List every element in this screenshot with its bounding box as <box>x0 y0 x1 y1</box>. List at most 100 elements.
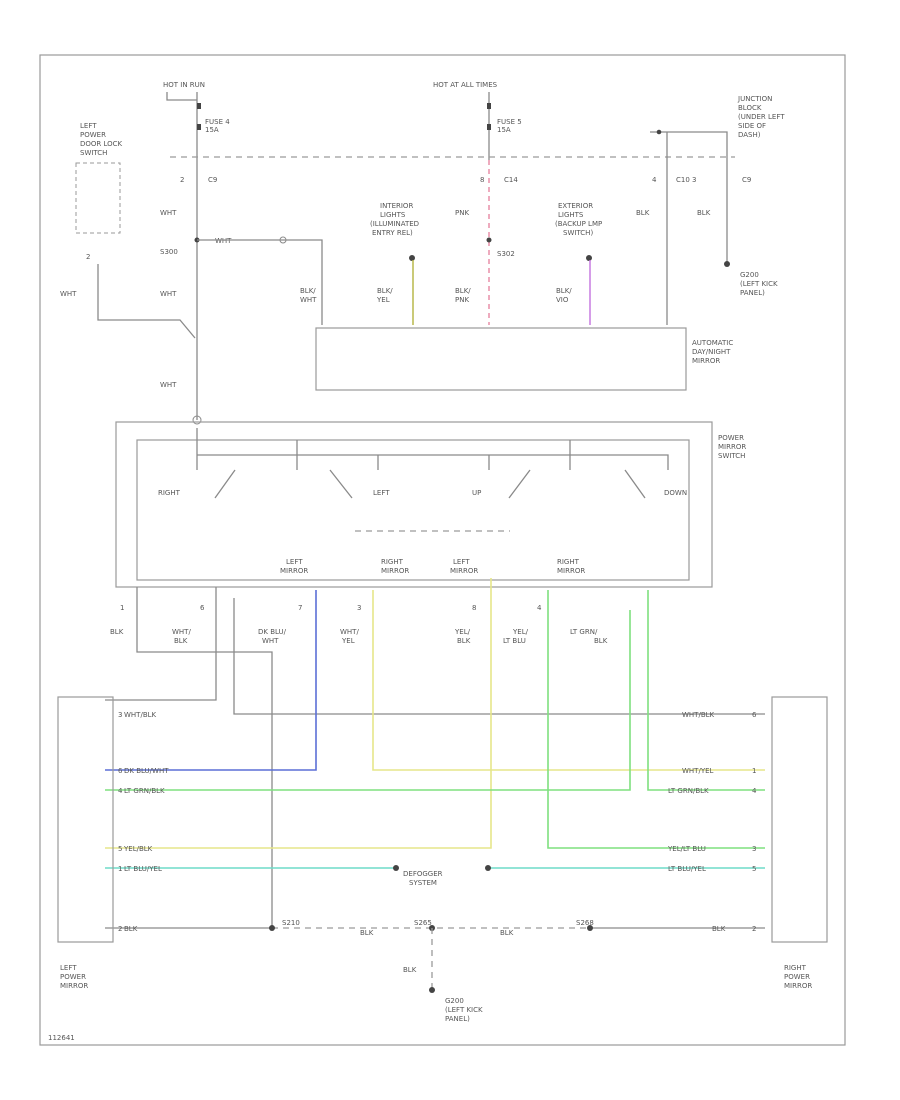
ground-blk-2: BLK <box>500 929 514 937</box>
wht-label-2: WHT <box>215 237 232 245</box>
c14-label: C14 <box>504 176 518 184</box>
svg-text:LT BLU: LT BLU <box>503 637 526 645</box>
svg-text:BLK: BLK <box>594 637 608 645</box>
svg-text:RIGHT: RIGHT <box>784 964 807 972</box>
svg-text:2: 2 <box>86 253 90 261</box>
defogger-system-label: DEFOGGER SYSTEM <box>403 870 443 887</box>
lt-grn-blk-wire <box>105 590 765 791</box>
svg-text:LT GRN/: LT GRN/ <box>570 628 598 636</box>
svg-text:5: 5 <box>752 865 756 873</box>
switch-down-label: DOWN <box>664 489 687 497</box>
svg-text:BLOCK: BLOCK <box>738 104 762 112</box>
svg-text:SWITCH): SWITCH) <box>563 229 593 237</box>
c9-left-label: C9 <box>208 176 217 184</box>
svg-text:MIRROR: MIRROR <box>692 357 720 365</box>
automatic-day-night-mirror-label: AUTOMATIC DAY/NIGHT MIRROR <box>692 339 733 365</box>
svg-text:7: 7 <box>298 604 302 612</box>
svg-text:6: 6 <box>200 604 205 612</box>
svg-text:SWITCH: SWITCH <box>718 452 745 460</box>
svg-text:LIGHTS: LIGHTS <box>380 211 406 219</box>
svg-text:DOOR LOCK: DOOR LOCK <box>80 140 123 148</box>
fuse-5-block: HOT AT ALL TIMES FUSE 5 15A <box>433 81 522 160</box>
right-power-mirror-box <box>771 696 828 943</box>
s265-label: S265 <box>414 919 432 927</box>
svg-text:1: 1 <box>118 865 122 873</box>
left-power-mirror-box <box>57 696 114 943</box>
svg-text:DEFOGGER: DEFOGGER <box>403 870 443 878</box>
svg-text:LIGHTS: LIGHTS <box>558 211 584 219</box>
svg-text:YEL/BLK: YEL/BLK <box>123 845 153 853</box>
wht-yel-wire <box>372 590 765 771</box>
svg-text:SYSTEM: SYSTEM <box>409 879 437 887</box>
svg-text:PANEL): PANEL) <box>740 289 765 297</box>
svg-text:G200: G200 <box>740 271 759 279</box>
switch-pin-3: 3 WHT/ YEL <box>340 604 361 645</box>
svg-text:WHT/: WHT/ <box>340 628 359 636</box>
interior-lights: INTERIOR LIGHTS (ILLUMINATED ENTRY REL) <box>370 202 419 325</box>
blk-c10-label: BLK <box>636 209 650 217</box>
automatic-day-night-mirror-box <box>315 327 687 391</box>
switch-right-mirror-1a: RIGHT <box>381 558 404 566</box>
wht-blk-wire-left-a <box>105 587 217 701</box>
svg-text:6: 6 <box>752 711 757 719</box>
fuse5-name: FUSE 5 <box>497 118 522 126</box>
svg-text:LT GRN/BLK: LT GRN/BLK <box>668 787 709 795</box>
svg-text:6: 6 <box>118 767 123 775</box>
svg-text:BLK: BLK <box>457 637 471 645</box>
fuse5-rating: 15A <box>497 126 511 134</box>
left-power-mirror-label: LEFT POWER MIRROR <box>60 964 88 990</box>
svg-text:(LEFT KICK: (LEFT KICK <box>445 1006 483 1014</box>
switch-pin-6: 6 WHT/ BLK <box>172 604 205 645</box>
s210-label: S210 <box>282 919 300 927</box>
svg-text:INTERIOR: INTERIOR <box>380 202 413 210</box>
svg-text:LT BLU/YEL: LT BLU/YEL <box>124 865 162 873</box>
s300-label: S300 <box>160 248 178 256</box>
svg-text:YEL: YEL <box>341 637 355 645</box>
svg-text:BLK: BLK <box>110 628 124 636</box>
svg-text:DK BLU/WHT: DK BLU/WHT <box>124 767 169 775</box>
fuse-4-block: HOT IN RUN FUSE 4 15A <box>163 81 230 160</box>
svg-text:3: 3 <box>118 711 122 719</box>
switch-left-mirror-1b: MIRROR <box>280 567 308 575</box>
svg-text:POWER: POWER <box>718 434 744 442</box>
blk-c9-label: BLK <box>697 209 711 217</box>
left-power-door-lock-switch: LEFT POWER DOOR LOCK SWITCH 2 WHT <box>60 122 196 339</box>
svg-text:(UNDER LEFT: (UNDER LEFT <box>738 113 785 121</box>
svg-text:2: 2 <box>118 925 122 933</box>
dk-blu-wht-wire <box>105 590 317 771</box>
switch-busbar <box>196 428 669 470</box>
switch-right-mirror-2b: MIRROR <box>557 567 585 575</box>
power-mirror-switch-inner <box>136 439 690 581</box>
fuse4-name: FUSE 4 <box>205 118 230 126</box>
wht-label-3: WHT <box>160 290 177 298</box>
svg-text:AUTOMATIC: AUTOMATIC <box>692 339 733 347</box>
blk-ground-wire <box>136 587 273 928</box>
svg-text:4: 4 <box>118 787 123 795</box>
svg-text:EXTERIOR: EXTERIOR <box>558 202 593 210</box>
s302-label: S302 <box>497 250 515 258</box>
svg-text:G200: G200 <box>445 997 464 1005</box>
svg-text:8: 8 <box>472 604 476 612</box>
svg-text:DAY/NIGHT: DAY/NIGHT <box>692 348 731 356</box>
wht-label-4: WHT <box>160 381 177 389</box>
g200-bottom-ground: G200 (LEFT KICK PANEL) <box>445 997 483 1023</box>
ground-blk-1: BLK <box>360 929 374 937</box>
switch-left-mirror-2a: LEFT <box>453 558 470 566</box>
svg-text:3: 3 <box>357 604 361 612</box>
svg-text:ENTRY REL): ENTRY REL) <box>372 229 413 237</box>
c10-3-label: C10 3 <box>676 176 696 184</box>
switch-pin-1: 1 BLK <box>110 604 124 636</box>
svg-text:1: 1 <box>752 767 756 775</box>
svg-text:4: 4 <box>537 604 542 612</box>
svg-text:(ILLUMINATED: (ILLUMINATED <box>370 220 419 228</box>
ground-blk-down: BLK <box>403 966 417 974</box>
mirror-wire-1b: WHT <box>300 296 317 304</box>
svg-text:JUNCTION: JUNCTION <box>737 95 772 103</box>
switch-left-mirror-1a: LEFT <box>286 558 303 566</box>
svg-text:(LEFT KICK: (LEFT KICK <box>740 280 778 288</box>
svg-text:1: 1 <box>120 604 124 612</box>
right-power-mirror-rows: WHT/BLK 6 WHT/YEL 1 LT GRN/BLK 4 YEL/LT … <box>667 711 757 933</box>
svg-text:YEL/: YEL/ <box>454 628 471 636</box>
svg-text:WHT: WHT <box>60 290 77 298</box>
